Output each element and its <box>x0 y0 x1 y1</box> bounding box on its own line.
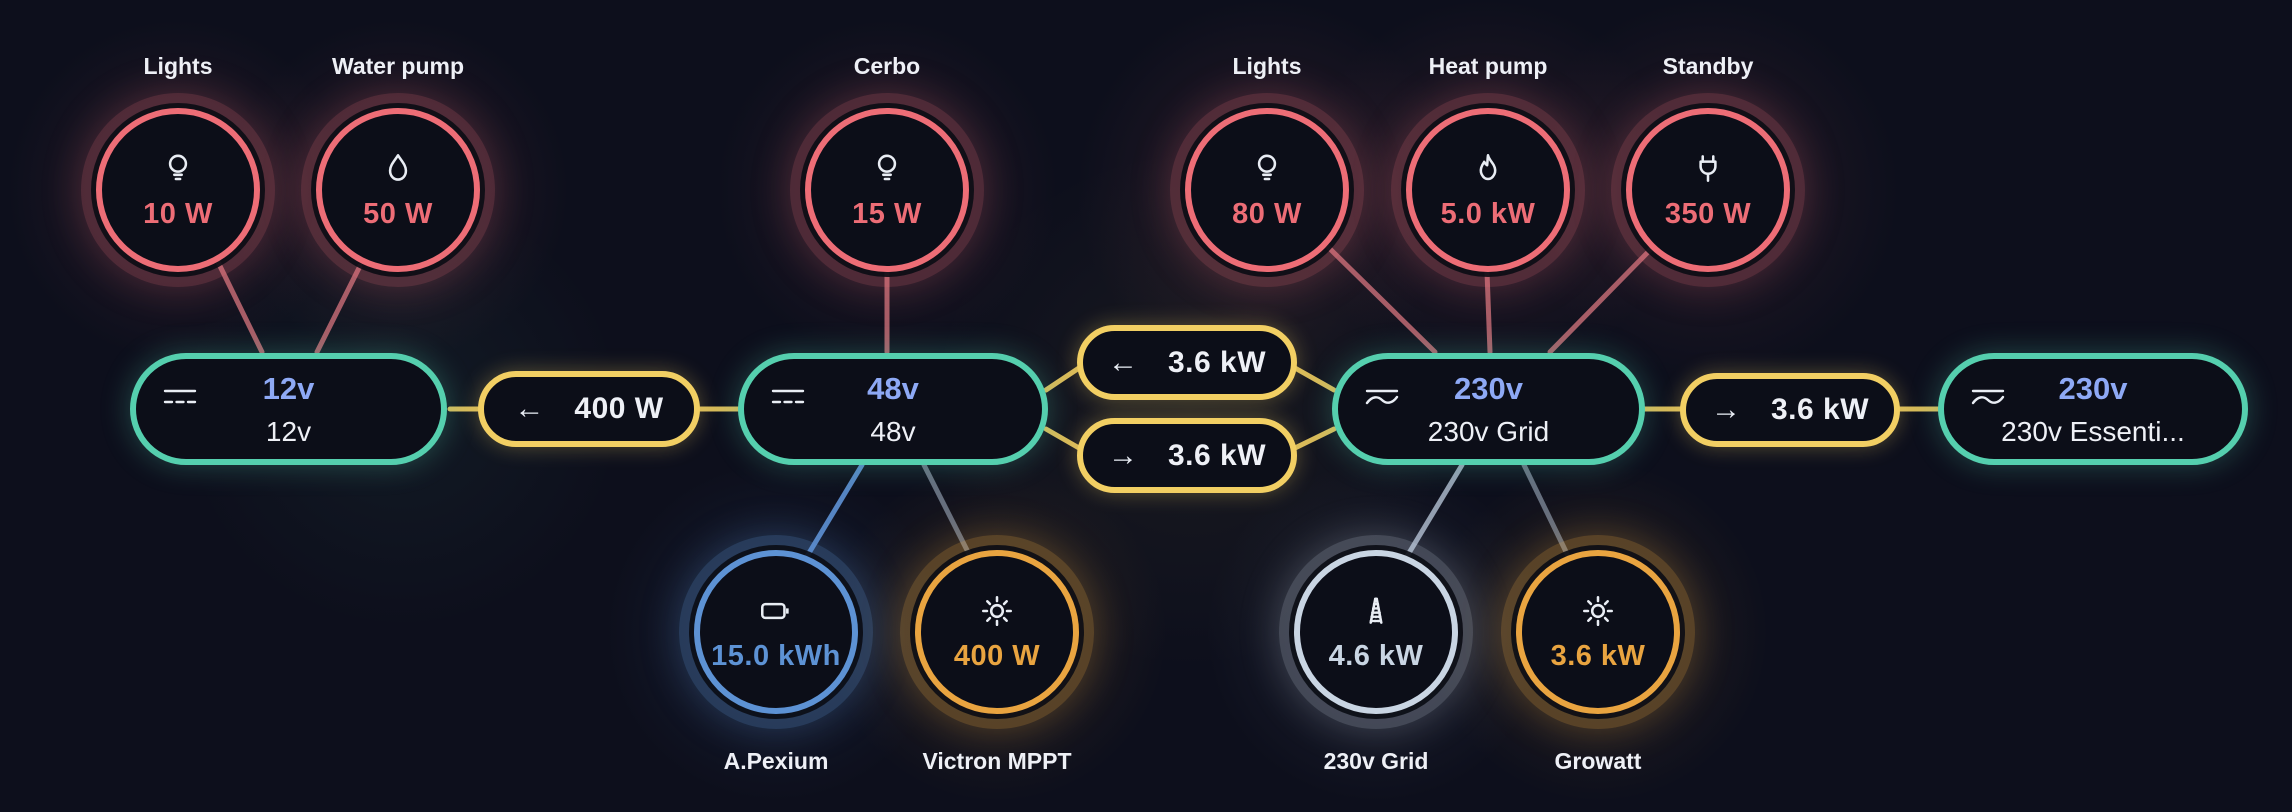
transmission-tower-icon <box>1357 592 1395 630</box>
device-value: 3.6 kW <box>1550 639 1646 672</box>
bus-node-48v[interactable]: 48v 48v <box>738 353 1048 465</box>
device-label: A.Pexium <box>723 748 829 774</box>
device-value: 400 W <box>953 639 1041 672</box>
line-heatpump-to-230v <box>1484 269 1493 355</box>
line-48v-to-flow-right <box>1043 426 1082 451</box>
line-48v-to-victron <box>921 462 975 563</box>
arrow-right-icon: → <box>1710 393 1741 426</box>
device-label: Heat pump <box>1428 53 1548 79</box>
line-230v-to-growatt <box>1521 462 1573 563</box>
device-value: 4.6 kW <box>1328 639 1424 672</box>
device-lights-12v[interactable]: Lights 10 W <box>81 53 275 287</box>
line-lights-to-12v <box>215 259 265 355</box>
device-ring: 15 W <box>790 93 984 287</box>
bus-title: 48v <box>867 371 919 406</box>
device-ring: 3.6 kW <box>1501 535 1695 729</box>
line-230v-to-grid <box>1403 462 1465 561</box>
lightbulb-icon <box>1248 150 1286 188</box>
device-label: Growatt <box>1554 748 1642 774</box>
line-48v-to-flow-left <box>1043 365 1082 393</box>
water-drop-icon <box>379 150 417 188</box>
device-ring: 15.0 kWh <box>679 535 873 729</box>
line-48v-to-battery <box>803 462 865 561</box>
flow-pill-400w[interactable]: ← 400 W <box>478 371 700 447</box>
bus-title: 230v <box>1454 371 1523 406</box>
ac-current-icon <box>1968 383 2008 411</box>
device-label: Cerbo <box>853 53 921 79</box>
bus-subtitle: 48v <box>870 416 916 447</box>
line-standby-to-230v <box>1547 245 1655 355</box>
flow-pill-3-6kw-essentials[interactable]: → 3.6 kW <box>1680 373 1900 447</box>
flow-pill-3-6kw-left[interactable]: ← 3.6 kW <box>1077 325 1297 400</box>
device-water-pump[interactable]: Water pump 50 W <box>301 53 495 287</box>
lightbulb-icon <box>159 150 197 188</box>
line-flow-left-to-230v <box>1292 365 1337 393</box>
device-growatt[interactable]: 3.6 kW Growatt <box>1501 535 1695 774</box>
device-label: Lights <box>1232 53 1302 79</box>
flow-value: 3.6 kW <box>1770 393 1870 426</box>
device-value: 10 W <box>143 197 213 230</box>
bus-node-230v-grid[interactable]: 230v 230v Grid <box>1332 353 1645 465</box>
device-ring: 4.6 kW <box>1279 535 1473 729</box>
flame-icon <box>1469 150 1507 188</box>
device-battery-apexium[interactable]: 15.0 kWh A.Pexium <box>679 535 873 774</box>
device-value: 350 W <box>1664 197 1752 230</box>
device-value: 80 W <box>1232 197 1302 230</box>
arrow-left-icon: ← <box>514 392 545 425</box>
device-label: Water pump <box>331 53 465 79</box>
device-value: 5.0 kW <box>1440 197 1536 230</box>
battery-icon <box>757 592 795 630</box>
lightbulb-icon <box>868 150 906 188</box>
flow-pill-3-6kw-right[interactable]: → 3.6 kW <box>1077 418 1297 493</box>
bus-subtitle: 230v Essenti... <box>2001 416 2185 447</box>
flow-value: 3.6 kW <box>1167 438 1267 472</box>
bus-subtitle: 230v Grid <box>1427 416 1550 447</box>
bus-subtitle: 12v <box>265 416 312 447</box>
sun-icon <box>978 592 1016 630</box>
arrow-left-icon: ← <box>1107 345 1138 379</box>
device-label: Victron MPPT <box>922 748 1072 774</box>
device-cerbo[interactable]: Cerbo 15 W <box>790 53 984 287</box>
bus-node-230v-essentials[interactable]: 230v 230v Essenti... <box>1938 353 2248 465</box>
device-ring: 10 W <box>81 93 275 287</box>
device-ring: 80 W <box>1170 93 1364 287</box>
bus-title: 230v <box>2058 371 2128 406</box>
line-flow-right-to-230v <box>1292 426 1337 451</box>
ac-current-icon <box>1362 383 1402 411</box>
device-value: 50 W <box>363 197 433 230</box>
device-heat-pump[interactable]: Heat pump 5.0 kW <box>1391 53 1585 287</box>
bus-title: 12v <box>262 371 315 406</box>
bus-node-12v[interactable]: 12v 12v <box>130 353 447 465</box>
sun-icon <box>1579 592 1617 630</box>
power-plug-icon <box>1689 150 1727 188</box>
device-label: 230v Grid <box>1323 748 1429 774</box>
line-lights-to-230v <box>1323 242 1438 355</box>
device-ring: 350 W <box>1611 93 1805 287</box>
dc-current-icon <box>160 383 200 411</box>
flow-value: 3.6 kW <box>1167 345 1267 379</box>
device-lights-230v[interactable]: Lights 80 W <box>1170 53 1364 287</box>
device-standby[interactable]: Standby 350 W <box>1611 53 1805 287</box>
device-230v-grid[interactable]: 4.6 kW 230v Grid <box>1279 535 1473 774</box>
device-value: 15.0 kWh <box>711 639 841 672</box>
dc-current-icon <box>768 383 808 411</box>
device-ring: 400 W <box>900 535 1094 729</box>
device-value: 15 W <box>852 197 922 230</box>
device-victron-mppt[interactable]: 400 W Victron MPPT <box>900 535 1094 774</box>
flow-value: 400 W <box>574 392 664 425</box>
line-waterpump-to-12v <box>314 263 363 355</box>
arrow-right-icon: → <box>1107 438 1138 472</box>
device-label: Standby <box>1662 53 1754 79</box>
device-label: Lights <box>143 53 213 79</box>
device-ring: 50 W <box>301 93 495 287</box>
device-ring: 5.0 kW <box>1391 93 1585 287</box>
